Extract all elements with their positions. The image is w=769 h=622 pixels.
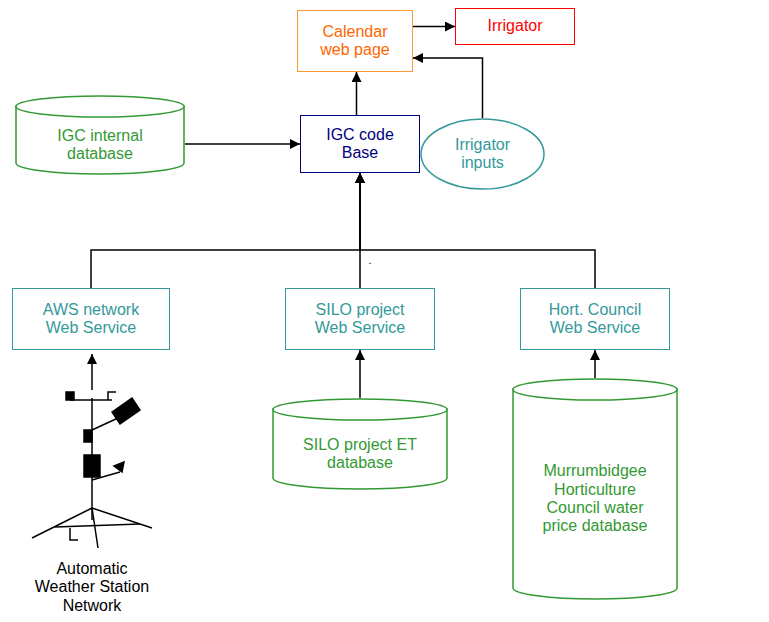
node-label: SILO project Web Service [306, 301, 414, 338]
weather-station-figure [32, 354, 152, 548]
connector-arrow [594, 350, 596, 378]
node-text-group: Murrumbidgee Horticulture Council water … [534, 462, 656, 536]
web-service-box: SILO project Web Service [285, 288, 435, 350]
web-service-box: AWS network Web Service [12, 288, 170, 350]
connector-arrow [360, 173, 595, 288]
stray-dot: . [364, 254, 376, 267]
node-text-group: Irrigator [487, 17, 542, 35]
cylinder-top [273, 399, 447, 420]
node-label: Irrigator inputs [444, 136, 521, 173]
station-arrow [91, 354, 93, 390]
connector-arrow [356, 72, 358, 115]
ellipse-shape [421, 119, 544, 189]
wind-vane [108, 392, 116, 400]
node-label: Irrigator [487, 17, 542, 35]
node-label: Calendar web page [308, 23, 402, 60]
cylinder-body [513, 389, 677, 599]
tripod-leg [32, 508, 92, 538]
connector-arrow [413, 26, 455, 28]
node-text-group: IGC internal database [43, 127, 157, 164]
illustration-caption: Automatic Weather Station Network [27, 560, 157, 615]
database-cylinder: IGC internal database [15, 95, 185, 175]
node-label: IGC internal database [43, 127, 157, 164]
connector-arrow [91, 173, 360, 288]
web-service-box: Hort. Council Web Service [520, 288, 670, 350]
node-label: SILO project ET database [296, 436, 424, 473]
sensor-box [84, 430, 92, 442]
tripod-leg [92, 508, 98, 548]
node-text-group: SILO project ET database [296, 436, 424, 473]
database-cylinder: Murrumbidgee Horticulture Council water … [512, 378, 678, 600]
cylinder-top [513, 379, 677, 400]
input-ellipse: Irrigator inputs [420, 118, 545, 190]
node-text-group: IGC code Base [315, 126, 405, 163]
connector-arrow [413, 58, 483, 118]
station-crossarm [70, 399, 112, 401]
panel-arm [92, 418, 118, 430]
tripod-brace [55, 524, 140, 527]
anemometer-cup [66, 392, 74, 400]
node-text-group: AWS network Web Service [35, 301, 147, 338]
cylinder-top [16, 96, 184, 117]
sensor-arm [92, 472, 120, 480]
node-text-group: Irrigator inputs [444, 136, 521, 173]
node-label: Murrumbidgee Horticulture Council water … [534, 462, 656, 536]
solar-panel [112, 398, 140, 424]
web-page-box: Calendar web page [297, 10, 413, 72]
code-base-box: IGC code Base [300, 115, 420, 173]
rain-gauge [114, 462, 124, 472]
user-box: Irrigator [455, 8, 575, 45]
node-label: Hort. Council Web Service [541, 301, 649, 338]
node-text-group: SILO project Web Service [306, 301, 414, 338]
connector-arrow [185, 143, 300, 145]
node-text-group: Calendar web page [308, 23, 402, 60]
node-label: AWS network Web Service [35, 301, 147, 338]
node-text-group: Hort. Council Web Service [541, 301, 649, 338]
ground-stake [70, 528, 78, 540]
logger-box [84, 455, 100, 477]
connector-arrow [359, 350, 361, 398]
node-label: IGC code Base [315, 126, 405, 163]
cylinder-body [273, 409, 447, 489]
database-cylinder: SILO project ET database [272, 398, 448, 490]
